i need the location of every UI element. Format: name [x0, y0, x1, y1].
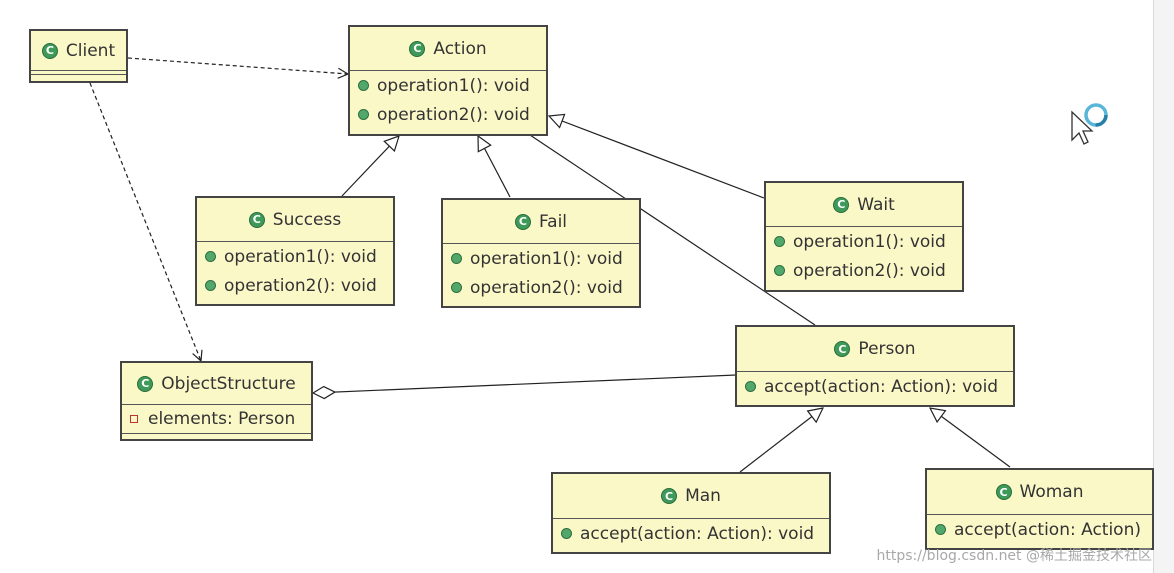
method-row: operation2(): void	[350, 100, 546, 129]
public-method-icon	[774, 236, 785, 247]
public-method-icon	[745, 381, 756, 392]
class-header: C ObjectStructure	[122, 363, 311, 405]
public-method-icon	[451, 253, 462, 264]
field-label: elements: Person	[148, 409, 296, 429]
method-row: accept(action: Action): void	[737, 372, 1013, 401]
class-name: Client	[65, 40, 116, 61]
class-woman[interactable]: C Woman accept(action: Action)	[925, 468, 1154, 550]
class-icon: C	[409, 40, 426, 57]
method-label: operation2(): void	[224, 275, 377, 296]
method-label: operation2(): void	[470, 277, 623, 298]
class-icon: C	[661, 488, 678, 504]
class-header: C Client	[31, 31, 126, 71]
class-icon: C	[137, 375, 154, 392]
class-icon: C	[833, 196, 850, 213]
class-client[interactable]: C Client	[29, 29, 128, 83]
method-row: accept(action: Action)	[927, 515, 1152, 544]
class-name: Man	[685, 486, 721, 506]
class-name: Wait	[857, 194, 895, 215]
class-header: C Wait	[766, 183, 962, 227]
method-label: operation1(): void	[224, 246, 377, 267]
method-label: operation1(): void	[793, 231, 946, 252]
vertical-scrollbar[interactable]	[1153, 0, 1174, 573]
class-icon: C	[514, 213, 531, 230]
generalization-man-person	[739, 408, 823, 473]
field-row: elements: Person	[122, 405, 311, 434]
class-header: C Action	[350, 27, 546, 71]
class-icon: C	[995, 484, 1012, 500]
class-success[interactable]: C Success operation1(): void operation2(…	[195, 196, 395, 306]
public-method-icon	[205, 280, 216, 291]
method-label: accept(action: Action)	[954, 519, 1141, 540]
method-row: operation1(): void	[197, 242, 393, 271]
public-method-icon	[205, 251, 216, 262]
method-row: accept(action: Action): void	[553, 519, 829, 548]
class-man[interactable]: C Man accept(action: Action): void	[551, 472, 831, 554]
class-header: C Person	[737, 327, 1013, 372]
method-label: accept(action: Action): void	[580, 523, 815, 544]
method-row: operation2(): void	[197, 271, 393, 300]
class-header: C Fail	[443, 200, 639, 244]
method-label: operation2(): void	[793, 260, 946, 281]
class-header: C Woman	[927, 470, 1152, 515]
public-method-icon	[358, 80, 369, 91]
class-name: Woman	[1019, 482, 1084, 502]
public-method-icon	[774, 265, 785, 276]
aggregation-objectstructure-person	[313, 374, 737, 393]
class-icon: C	[248, 211, 265, 228]
class-icon: C	[41, 42, 58, 59]
class-person[interactable]: C Person accept(action: Action): void	[735, 325, 1015, 407]
public-method-icon	[451, 282, 462, 293]
public-method-icon	[358, 109, 369, 120]
public-method-icon	[935, 524, 946, 535]
method-label: operation1(): void	[470, 248, 623, 269]
class-header: C Man	[553, 474, 829, 519]
class-header: C Success	[197, 198, 393, 242]
class-name: Fail	[538, 211, 568, 232]
private-field-icon	[130, 415, 138, 423]
class-name: Action	[433, 38, 487, 59]
class-name: Success	[272, 209, 342, 230]
dependency-client-action	[127, 57, 348, 74]
public-method-icon	[561, 528, 572, 539]
method-label: accept(action: Action): void	[764, 376, 999, 397]
watermark: https://blog.csdn.net @稀土掘金技术社区	[876, 548, 1153, 564]
dependency-client-objectstructure	[89, 82, 201, 361]
generalization-wait-action	[549, 116, 765, 199]
class-icon: C	[834, 341, 851, 357]
class-name: Person	[858, 339, 916, 359]
method-row: operation2(): void	[443, 273, 639, 302]
class-objectstructure[interactable]: C ObjectStructure elements: Person	[120, 361, 313, 441]
class-action[interactable]: C Action operation1(): void operation2()…	[348, 25, 548, 136]
association-person-action	[529, 134, 816, 326]
method-row: operation1(): void	[350, 71, 546, 100]
method-label: operation1(): void	[377, 75, 530, 96]
generalization-fail-action	[478, 136, 511, 198]
method-label: operation2(): void	[377, 104, 530, 125]
class-name: ObjectStructure	[161, 373, 296, 394]
generalization-success-action	[341, 136, 399, 197]
generalization-woman-person	[930, 408, 1011, 468]
class-section	[31, 74, 126, 75]
class-wait[interactable]: C Wait operation1(): void operation2(): …	[764, 181, 964, 292]
method-row: operation2(): void	[766, 256, 962, 285]
busy-cursor-icon	[1071, 103, 1108, 145]
method-row: operation1(): void	[766, 227, 962, 256]
method-row: operation1(): void	[443, 244, 639, 273]
class-fail[interactable]: C Fail operation1(): void operation2(): …	[441, 198, 641, 308]
